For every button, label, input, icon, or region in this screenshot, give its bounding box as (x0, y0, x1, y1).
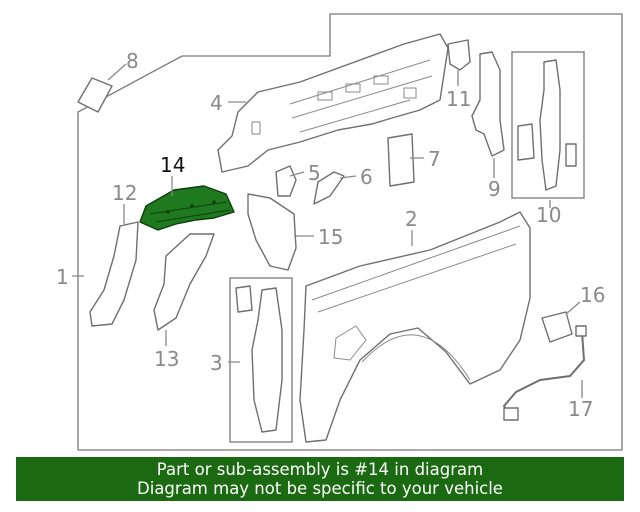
callout-13: 13 (154, 347, 179, 371)
callout-14: 14 (160, 153, 185, 177)
part-10-pillar (539, 59, 561, 191)
part-5-bracket (275, 165, 297, 197)
callout-7: 7 (428, 147, 441, 171)
part-10-bracket-left (517, 123, 535, 161)
callout-16: 16 (580, 283, 605, 307)
part-16-sensor (541, 311, 573, 343)
callout-4: 4 (210, 91, 223, 115)
part-6-bracket (313, 171, 345, 205)
part-8-bracket (77, 77, 113, 113)
part-3-pillar (251, 287, 283, 433)
part-9-pillar (471, 51, 505, 157)
callout-9: 9 (488, 177, 501, 201)
part-2-outer-panel (299, 211, 531, 443)
callout-11: 11 (446, 87, 471, 111)
callout-17: 17 (568, 397, 593, 421)
callout-10: 10 (536, 203, 561, 227)
callout-1: 1 (56, 265, 69, 289)
part-7-panel (387, 133, 415, 187)
part-11-clip (447, 39, 471, 71)
notice-banner: Part or sub-assembly is #14 in diagram D… (16, 457, 624, 501)
part-10-group-frame (511, 51, 585, 199)
part-12-support (89, 221, 139, 327)
part-3-bracket (235, 285, 253, 313)
callout-8: 8 (126, 49, 139, 73)
part-10-bracket-right (565, 143, 577, 167)
callout-3: 3 (210, 351, 223, 375)
callout-2: 2 (405, 207, 418, 231)
part-15-liner (247, 193, 297, 271)
leader-lines (72, 63, 583, 398)
part-17-harness (502, 325, 587, 421)
part-14-panel-highlighted (139, 185, 235, 231)
callout-6: 6 (360, 165, 373, 189)
part-3-group-frame (229, 277, 293, 443)
part-4-inner-panel (217, 33, 449, 173)
callout-labels: 1 2 3 4 5 6 7 8 9 10 11 12 13 14 15 16 1… (56, 49, 605, 421)
callout-5: 5 (308, 161, 321, 185)
callout-12: 12 (112, 181, 137, 205)
banner-line-disclaimer: Diagram may not be specific to your vehi… (137, 479, 503, 498)
part-13-brace (153, 233, 215, 331)
callout-15: 15 (318, 225, 343, 249)
banner-line-part: Part or sub-assembly is #14 in diagram (156, 460, 484, 479)
